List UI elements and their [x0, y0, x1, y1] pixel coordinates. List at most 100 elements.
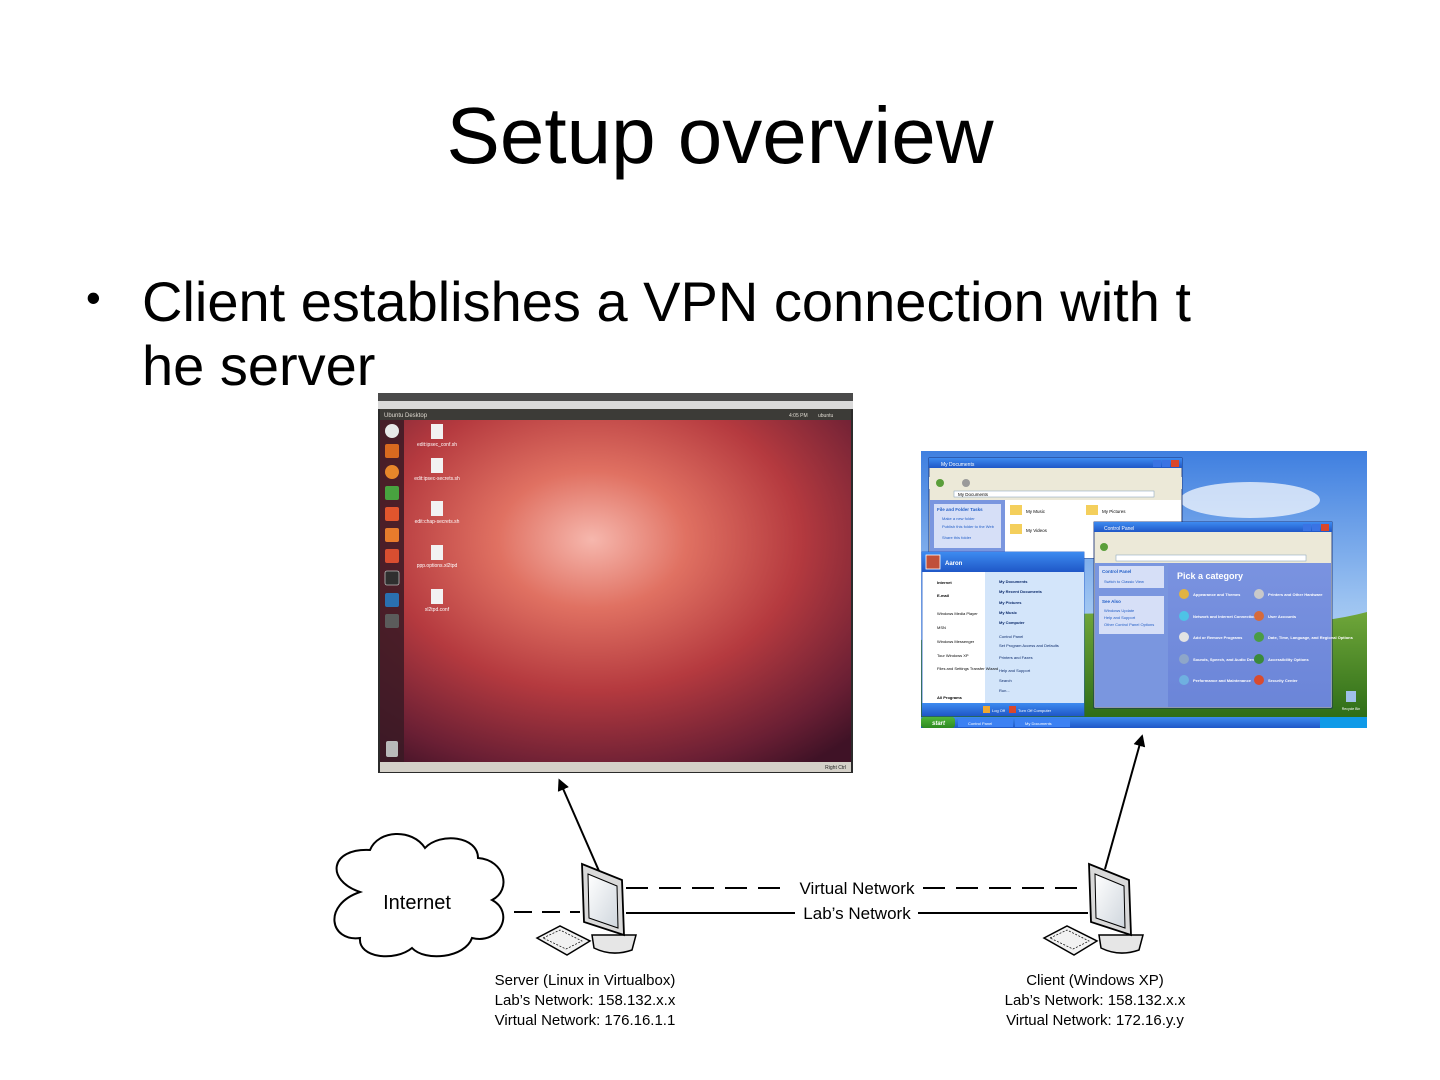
forward-icon[interactable]: [962, 479, 970, 487]
security-center-icon[interactable]: [1254, 675, 1264, 685]
cp-category[interactable]: Date, Time, Language, and Regional Optio…: [1268, 635, 1354, 640]
maximize-icon[interactable]: [1312, 524, 1320, 531]
xp-cp-side-header: Control Panel: [1102, 569, 1131, 574]
start-right-item[interactable]: Set Program Access and Defaults: [999, 643, 1059, 648]
taskbar-button-label: Control Panel: [968, 721, 992, 726]
server-label-line: Server (Linux in Virtualbox): [495, 972, 676, 989]
folder-icon[interactable]: [1010, 505, 1022, 515]
turn-off-icon[interactable]: [1009, 706, 1016, 713]
file-icon[interactable]: [431, 545, 443, 560]
log-off-button[interactable]: Log Off: [992, 708, 1006, 713]
start-right-item[interactable]: My Documents: [999, 579, 1028, 584]
start-left-item[interactable]: MSN: [937, 625, 946, 630]
xp-cp-see-also-link[interactable]: Other Control Panel Options: [1104, 622, 1154, 627]
cp-category[interactable]: Printers and Other Hardware: [1268, 592, 1323, 597]
folder-icon[interactable]: [1010, 524, 1022, 534]
start-right-item[interactable]: Control Panel: [999, 634, 1023, 639]
files-icon[interactable]: [385, 444, 399, 458]
xp-task-link[interactable]: Publish this folder to the Web: [942, 524, 995, 529]
start-right-item[interactable]: My Recent Documents: [999, 589, 1043, 594]
printer-icon[interactable]: [1254, 589, 1264, 599]
performance-icon[interactable]: [1179, 675, 1189, 685]
log-off-icon[interactable]: [983, 706, 990, 713]
close-icon[interactable]: [1171, 460, 1179, 467]
date-time-icon[interactable]: [1254, 632, 1264, 642]
trash-icon[interactable]: [386, 741, 398, 757]
start-right-item[interactable]: Printers and Faxes: [999, 655, 1033, 660]
start-left-item[interactable]: Windows Messenger: [937, 639, 975, 644]
network-icon[interactable]: [1179, 611, 1189, 621]
start-left-item[interactable]: Windows Media Player: [937, 611, 978, 616]
file-label: edit:chap-secrets.sh: [415, 519, 460, 525]
system-monitor-icon[interactable]: [385, 593, 399, 607]
cp-category[interactable]: Add or Remove Programs: [1193, 635, 1243, 640]
minimize-icon[interactable]: [1153, 460, 1161, 467]
file-icon[interactable]: [431, 589, 443, 604]
start-right-item[interactable]: My Computer: [999, 620, 1025, 625]
taskbar-button[interactable]: [958, 719, 1013, 727]
accessibility-icon[interactable]: [1254, 654, 1264, 664]
firefox-icon[interactable]: [385, 465, 399, 479]
cp-category[interactable]: Network and Internet Connections: [1193, 614, 1259, 619]
internet-label: Internet: [383, 892, 451, 914]
start-right-item[interactable]: Help and Support: [999, 668, 1031, 673]
recycle-bin-icon[interactable]: [1346, 691, 1356, 702]
settings-icon[interactable]: [385, 549, 399, 563]
start-right-item[interactable]: Search: [999, 678, 1012, 683]
bullet-line-2: he server: [142, 334, 376, 397]
start-right-item[interactable]: My Music: [999, 610, 1018, 615]
xp-task-link[interactable]: Make a new folder: [942, 516, 975, 521]
cp-category[interactable]: Performance and Maintenance: [1193, 678, 1252, 683]
xp-address-bar[interactable]: [953, 490, 1155, 498]
ubuntu-one-icon[interactable]: [385, 528, 399, 542]
cp-category[interactable]: Appearance and Themes: [1193, 592, 1241, 597]
appearance-icon[interactable]: [1179, 589, 1189, 599]
start-left-item[interactable]: Tour Windows XP: [937, 653, 969, 658]
file-icon[interactable]: [431, 458, 443, 473]
folder-icon[interactable]: [1086, 505, 1098, 515]
file-icon[interactable]: [431, 501, 443, 516]
xp-start-menu: Aaron Internet E-mail Windows Media Play…: [921, 551, 1085, 717]
file-label: edit:ipsec_conf.sh: [417, 442, 457, 448]
terminal-icon[interactable]: [384, 570, 400, 586]
xp-cp-address-bar[interactable]: [1115, 554, 1307, 562]
add-remove-icon[interactable]: [1179, 632, 1189, 642]
turn-off-button[interactable]: Turn Off Computer: [1018, 708, 1052, 713]
xp-task-link[interactable]: Share this folder: [942, 535, 972, 540]
user-accounts-icon[interactable]: [1254, 611, 1264, 621]
sounds-icon[interactable]: [1179, 654, 1189, 664]
start-left-item[interactable]: Internet: [937, 580, 952, 585]
file-icon[interactable]: [431, 424, 443, 439]
xp-start-button[interactable]: [921, 717, 955, 728]
start-left-item[interactable]: Files and Settings Transfer Wizard: [937, 666, 998, 671]
minimize-icon[interactable]: [1303, 524, 1311, 531]
maximize-icon[interactable]: [1162, 460, 1170, 467]
xp-explorer-toolbar: [929, 477, 1182, 489]
taskbar-button[interactable]: [1015, 719, 1070, 727]
all-programs-link[interactable]: All Programs: [937, 695, 963, 700]
xp-system-tray: [1320, 717, 1367, 728]
software-center-icon[interactable]: [385, 507, 399, 521]
start-right-item[interactable]: Run...: [999, 688, 1010, 693]
close-icon[interactable]: [1321, 524, 1329, 531]
xp-folder-label: My Pictures: [1102, 509, 1126, 514]
start-right-item[interactable]: My Pictures: [999, 600, 1022, 605]
cp-category[interactable]: Accessibility Options: [1268, 657, 1309, 662]
workspace-switcher-icon[interactable]: [385, 614, 399, 628]
libreoffice-calc-icon[interactable]: [385, 486, 399, 500]
back-icon[interactable]: [936, 479, 944, 487]
start-left-item[interactable]: E-mail: [937, 593, 949, 598]
dash-home-icon[interactable]: [385, 424, 399, 438]
xp-cp-see-also-link[interactable]: Windows Update: [1104, 608, 1135, 613]
xp-cp-classic-link[interactable]: Switch to Classic View: [1104, 579, 1144, 584]
xp-explorer-titlebar: [929, 458, 1182, 468]
cp-category[interactable]: Security Center: [1268, 678, 1298, 683]
cp-category[interactable]: Sounds, Speech, and Audio Devices: [1193, 657, 1263, 662]
ubuntu-user: ubuntu: [818, 413, 834, 419]
back-icon[interactable]: [1100, 543, 1108, 551]
xp-cp-see-also-link[interactable]: Help and Support: [1104, 615, 1136, 620]
ubuntu-top-panel: [380, 409, 851, 420]
cp-category[interactable]: User Accounts: [1268, 614, 1297, 619]
xp-folder-label: My Videos: [1026, 528, 1048, 533]
ubuntu-window-title: Ubuntu Desktop: [384, 413, 428, 419]
